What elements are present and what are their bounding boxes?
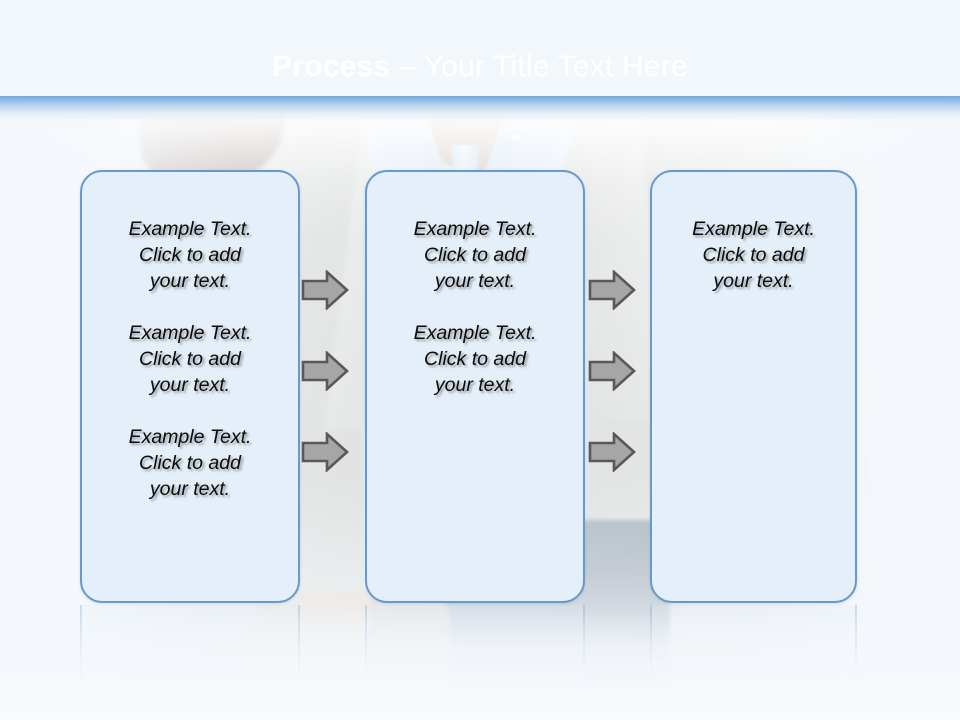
arrow-group-1-arrow-1[interactable]: [301, 270, 349, 310]
right-block-arrow-icon: [301, 432, 349, 472]
right-block-arrow-icon: [588, 351, 636, 391]
title-bar-fade: [0, 96, 960, 122]
process-box-1-paragraph-1[interactable]: Example Text. Click to add your text.: [128, 218, 252, 292]
right-block-arrow-icon: [588, 432, 636, 472]
process-box-3[interactable]: Example Text. Click to add your text.: [650, 170, 857, 603]
right-block-arrow-icon: [588, 270, 636, 310]
process-box-2-paragraph-1[interactable]: Example Text. Click to add your text.: [413, 218, 537, 292]
process-box-3-paragraph-1[interactable]: Example Text. Click to add your text.: [692, 218, 815, 292]
process-box-2-paragraph-2[interactable]: Example Text. Click to add your text.: [413, 322, 537, 396]
process-box-2-content: Example Text. Click to add your text. Ex…: [367, 216, 583, 398]
right-block-arrow-icon: [301, 351, 349, 391]
process-box-1[interactable]: Example Text. Click to add your text. Ex…: [80, 170, 300, 603]
page-title-rest: – Your Title Text Here: [390, 50, 688, 83]
arrow-group-2-arrow-2[interactable]: [588, 351, 636, 391]
bottom-fade-overlay: [0, 610, 960, 720]
process-box-1-paragraph-3[interactable]: Example Text. Click to add your text.: [128, 426, 252, 500]
arrow-group-1-arrow-3[interactable]: [301, 432, 349, 472]
right-block-arrow-icon: [301, 270, 349, 310]
process-box-2[interactable]: Example Text. Click to add your text. Ex…: [365, 170, 585, 603]
arrow-group-2-arrow-1[interactable]: [588, 270, 636, 310]
arrow-group-1-arrow-2[interactable]: [301, 351, 349, 391]
process-box-3-content: Example Text. Click to add your text.: [652, 216, 855, 294]
arrow-group-2-arrow-3[interactable]: [588, 432, 636, 472]
process-box-1-paragraph-2[interactable]: Example Text. Click to add your text.: [128, 322, 252, 396]
page-title-bold: Process: [272, 50, 391, 83]
page-title: Process – Your Title Text Here: [0, 50, 960, 84]
process-box-1-content: Example Text. Click to add your text. Ex…: [82, 216, 298, 502]
